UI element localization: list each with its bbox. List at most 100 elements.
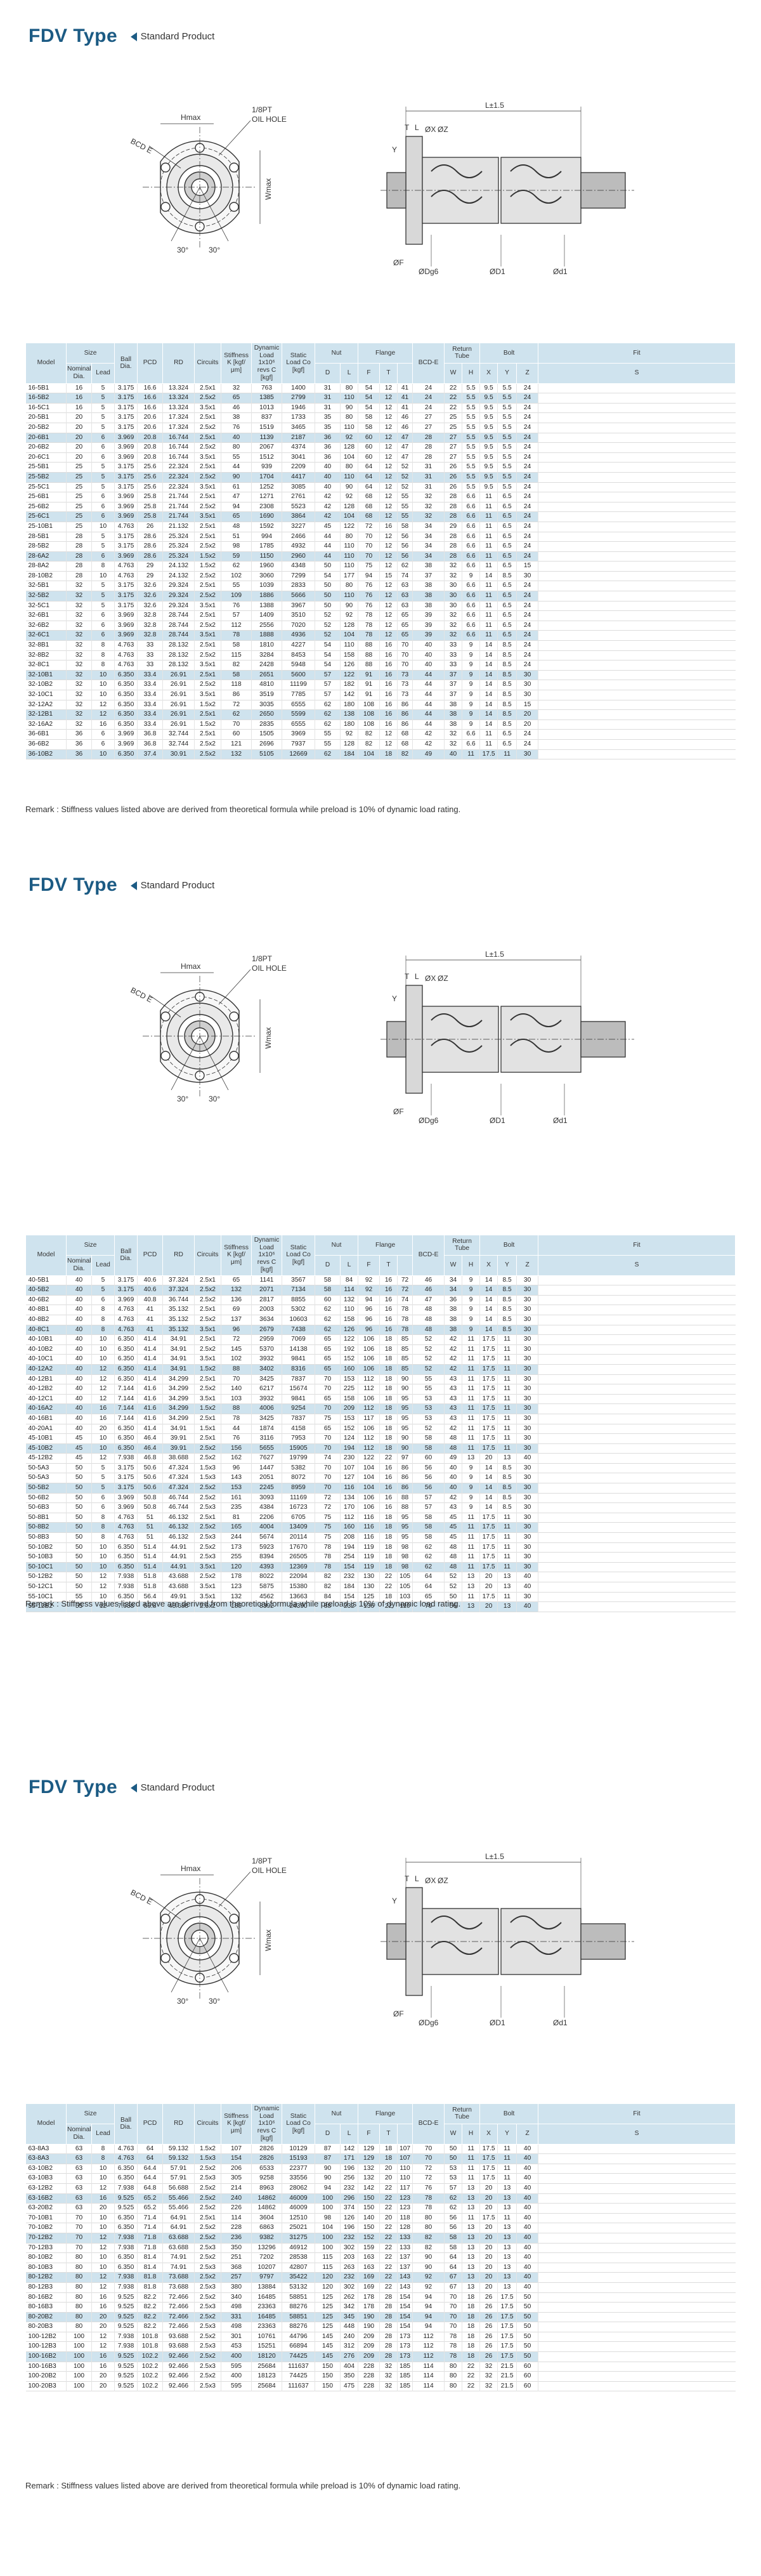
col-rd: RD <box>162 2103 195 2145</box>
table-cell: 5 <box>91 423 115 433</box>
table-cell: 18 <box>462 2351 481 2362</box>
table-cell: 498 <box>221 2302 252 2313</box>
table-cell: 11 <box>497 1424 517 1434</box>
table-cell: 10 <box>91 1552 115 1563</box>
col-rd: RD <box>162 343 195 384</box>
table-cell: 53132 <box>282 2282 316 2292</box>
table-cell: 53 <box>412 1394 445 1404</box>
table-cell: 11 <box>497 2144 517 2154</box>
table-cell: 22.324 <box>162 472 195 483</box>
table-cell: 120 <box>315 2272 341 2283</box>
table-cell: 40 <box>516 2203 539 2214</box>
table-cell: 11 <box>497 2153 517 2164</box>
table-cell: 76 <box>358 601 380 611</box>
col-circuits: Circuits <box>194 2103 222 2145</box>
table-cell: 11 <box>462 1433 481 1444</box>
col-model: Model <box>25 1235 67 1276</box>
table-cell: 43 <box>444 1403 463 1414</box>
table-cell: 32-6B1 <box>25 610 67 621</box>
table-cell: 70 <box>444 2312 463 2322</box>
label-dg6: ØDg6 <box>419 267 439 276</box>
table-cell: 11 <box>497 1344 517 1355</box>
table-cell: 34 <box>412 532 445 542</box>
table-cell: 2.5x2 <box>194 1285 222 1296</box>
table-cell: 88 <box>315 1601 341 1612</box>
table-cell: 11 <box>479 630 498 641</box>
table-cell: 2833 <box>282 581 316 591</box>
table-cell: 80-20B3 <box>25 2322 67 2332</box>
table-cell: 55 <box>221 581 252 591</box>
section-subtitle: Standard Product <box>130 880 214 891</box>
table-cell: 25 <box>444 423 463 433</box>
table-cell: 194 <box>340 1542 359 1553</box>
table-cell: 32 <box>444 739 463 750</box>
table-cell: 11 <box>462 1374 481 1384</box>
table-cell: 26 <box>479 2341 498 2352</box>
table-cell: 173 <box>397 2332 413 2342</box>
table-cell: 8 <box>91 650 115 660</box>
table-cell: 12 <box>379 591 398 601</box>
table-cell: 26.91 <box>162 690 195 700</box>
col-s: S <box>538 1254 736 1276</box>
table-cell: 114 <box>221 2213 252 2223</box>
table-cell: 20-5B1 <box>25 412 67 423</box>
table-cell: 26 <box>479 2322 498 2332</box>
table-cell: 9.5 <box>479 403 498 413</box>
table-cell: 51.8 <box>137 1582 164 1593</box>
table-cell: 6 <box>91 729 115 740</box>
table-cell: 26.91 <box>162 680 195 690</box>
table-cell: 32 <box>66 621 92 631</box>
table-cell: 81.8 <box>137 2282 164 2292</box>
table-cell: 37.324 <box>162 1275 195 1285</box>
table-cell: 24 <box>516 610 539 621</box>
table-cell: 11 <box>497 1433 517 1444</box>
table-cell: 3.175 <box>114 423 138 433</box>
table-cell: 126 <box>340 2213 359 2223</box>
table-cell: 10 <box>91 1542 115 1553</box>
table-cell: 17.5 <box>497 2322 517 2332</box>
table-cell: 21.744 <box>162 502 195 512</box>
table-cell: 20 <box>516 709 539 720</box>
table-cell: 6 <box>91 1502 115 1513</box>
table-cell: 7020 <box>282 621 316 631</box>
table-cell: 68 <box>358 502 380 512</box>
table-cell: 48 <box>412 1304 445 1315</box>
table-cell: 22 <box>462 2362 481 2372</box>
table-cell: 13 <box>462 1601 481 1612</box>
table-cell: 2.5x2 <box>194 680 222 690</box>
table-cell: 28 <box>379 2302 398 2313</box>
table-cell: 6 <box>91 452 115 463</box>
label-angle-1: 30° <box>177 1094 188 1103</box>
table-cell: 40 <box>444 1473 463 1483</box>
table-cell: 50 <box>516 2341 539 2352</box>
table-cell: 240 <box>340 2332 359 2342</box>
table-cell: 110 <box>340 551 359 562</box>
table-cell: 1388 <box>251 601 283 611</box>
table-cell: 6.350 <box>114 2263 138 2273</box>
table-cell: 14 <box>479 720 498 730</box>
table-cell: 72 <box>315 1493 341 1503</box>
table-cell: 81 <box>221 1513 252 1523</box>
table-cell: 78 <box>315 1552 341 1563</box>
table-cell: 100-16B2 <box>25 2351 67 2362</box>
table-cell: 3.175 <box>114 403 138 413</box>
table-cell: 57 <box>412 1502 445 1513</box>
table-cell: 3.969 <box>114 511 138 522</box>
table-cell: 40 <box>66 1334 92 1345</box>
table-cell: 28.6 <box>137 532 164 542</box>
table-cell: 11 <box>497 2173 517 2184</box>
table-cell: 6 <box>91 502 115 512</box>
table-cell: 72 <box>397 1275 413 1285</box>
label-y: Y <box>392 1896 397 1905</box>
table-cell: 114 <box>412 2381 445 2391</box>
table-cell: 80 <box>444 2362 463 2372</box>
table-cell: 32 <box>444 630 463 641</box>
table-cell: 8.5 <box>497 690 517 700</box>
label-angle-1: 30° <box>177 246 188 254</box>
table-cell: 25-6B2 <box>25 502 67 512</box>
table-cell: 340 <box>221 2292 252 2303</box>
table-cell: 18 <box>379 2144 398 2154</box>
